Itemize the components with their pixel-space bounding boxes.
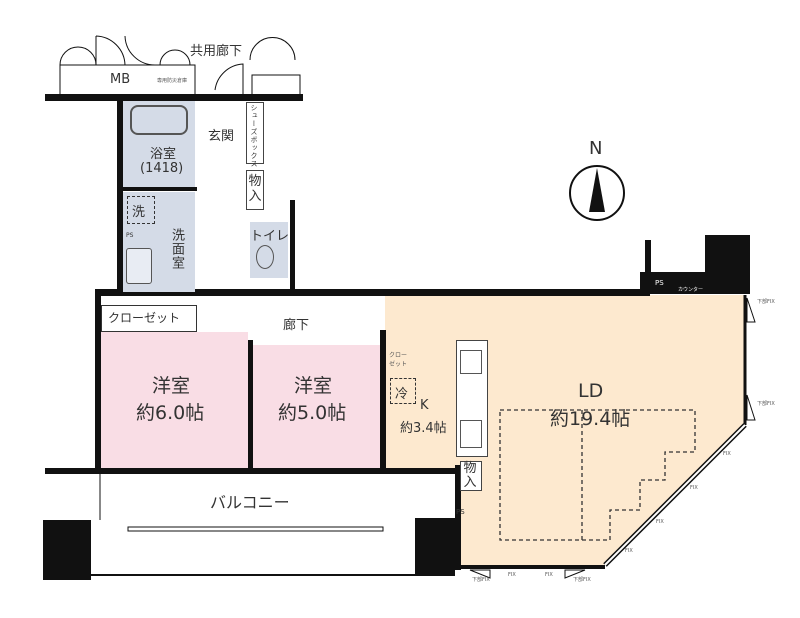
ps-label-ld: PS xyxy=(655,279,664,287)
closet-label: クローゼット xyxy=(108,311,181,325)
fix-label: FIX xyxy=(625,548,633,554)
storage-box-1 xyxy=(246,170,264,210)
western-room-2-label: 洋室 xyxy=(294,375,333,397)
stove-icon xyxy=(460,420,482,448)
kitchen-size-label: 約3.4帖 xyxy=(400,421,447,436)
counter-label: カウンター xyxy=(678,287,704,293)
hallway-label: 廊下 xyxy=(283,318,310,333)
north-arrow-icon xyxy=(589,168,605,212)
bathroom xyxy=(123,101,195,189)
shoe-box xyxy=(246,102,264,164)
fix-label: FIX xyxy=(690,485,698,491)
closet-area xyxy=(101,305,197,332)
mb-label: MB xyxy=(110,72,131,87)
kitchen-counter xyxy=(456,340,488,457)
storage-box-2 xyxy=(460,461,482,491)
bathtub-icon xyxy=(130,105,188,135)
storage-1-label: 物入 xyxy=(248,174,262,204)
western-room-2-size: 約5.0帖 xyxy=(278,402,347,424)
fix-label: FIX xyxy=(656,519,664,525)
western-room-1-size: 約6.0帖 xyxy=(136,402,205,424)
lower-fix-label: 下部FIX xyxy=(757,401,775,407)
western-room-1 xyxy=(101,332,248,468)
basin-icon xyxy=(126,248,152,284)
fix-label: FIX xyxy=(545,572,553,578)
storage-2-label: 物入 xyxy=(463,461,477,490)
ps-label-washroom: PS xyxy=(126,232,134,239)
ld-label: LD xyxy=(578,380,604,402)
western-room-1-label: 洋室 xyxy=(152,375,191,397)
washer-label: 洗 xyxy=(132,205,146,220)
fix-label: FIX xyxy=(508,572,516,578)
washer-space xyxy=(127,196,155,224)
bathroom-label: 浴室 xyxy=(150,147,177,162)
washroom-label: 洗面室 xyxy=(169,228,184,270)
north-label: N xyxy=(589,138,603,159)
balcony-label: バルコニー xyxy=(210,493,290,512)
common-corridor-label: 共用廊下 xyxy=(190,44,243,59)
ps-label-kitchen: PS xyxy=(456,508,465,516)
toilet-icon xyxy=(256,245,274,269)
fridge-label: 冷 xyxy=(395,387,409,402)
wall xyxy=(117,187,197,191)
entrance-label: 玄関 xyxy=(208,129,235,144)
kitchen-label: K xyxy=(420,398,429,413)
bath-size-label: (1418) xyxy=(140,161,184,176)
toilet-label: トイレ xyxy=(250,229,290,244)
lower-fix-label: 下部FIX xyxy=(757,299,775,305)
closet-small-label: クローゼット xyxy=(388,352,407,368)
lower-fix-label: 下部FIX xyxy=(573,577,591,583)
fix-label: FIX xyxy=(723,451,731,457)
shoe-box-label: シューズボックス xyxy=(250,104,258,168)
fridge-space xyxy=(390,378,416,404)
sink-icon xyxy=(460,350,482,374)
western-room-2 xyxy=(253,345,380,468)
fire-equipment-label: 専用防災倉庫 xyxy=(157,78,188,84)
ld-size-label: 約19.4帖 xyxy=(550,408,631,430)
lower-fix-label: 下部FIX xyxy=(472,577,490,583)
